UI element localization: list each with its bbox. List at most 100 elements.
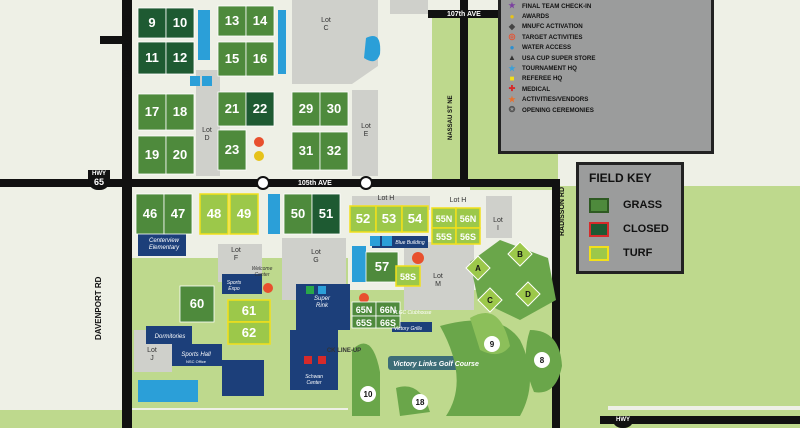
field-number: 65S xyxy=(356,318,372,328)
field-20: 20 xyxy=(165,135,195,175)
field-number: 50 xyxy=(291,206,305,221)
cross-icon: ✚ xyxy=(508,84,516,94)
field-key-item: GRASS xyxy=(589,193,671,217)
golf-hole-number: 10 xyxy=(364,390,373,399)
victory-links-label: Victory Links Golf Course xyxy=(393,361,479,368)
golf-hole-number: 18 xyxy=(416,398,425,407)
field-number: 29 xyxy=(299,101,313,116)
field-14: 14 xyxy=(245,5,275,37)
star-icon: ★ xyxy=(508,94,516,104)
mnufc-icon: ◆ xyxy=(508,21,516,31)
map-markers xyxy=(190,76,424,364)
field-key-swatch xyxy=(589,245,609,261)
field-22: 22 xyxy=(245,91,275,127)
field-16: 16 xyxy=(245,41,275,77)
field-30: 30 xyxy=(319,91,349,127)
field-number: 62 xyxy=(242,325,256,340)
field-21: 21 xyxy=(217,91,247,127)
legend-item-label: TOURNAMENT HQ xyxy=(522,65,577,73)
field-number: 16 xyxy=(253,51,267,66)
field-number: 56S xyxy=(460,232,476,242)
legend-panel: ★FINAL TEAM CHECK-IN●AWARDS◆MNUFC ACTIVA… xyxy=(498,0,714,154)
legend-item-label: MNUFC ACTIVATION xyxy=(522,23,583,31)
store-icon: ▲ xyxy=(508,53,516,63)
field-47: 47 xyxy=(163,193,193,235)
field-number: 20 xyxy=(173,147,187,162)
field-15: 15 xyxy=(217,41,247,77)
field-key-swatch xyxy=(589,221,609,237)
field-32: 32 xyxy=(319,131,349,171)
field-key-item: CLOSED xyxy=(589,217,671,241)
field-number: 14 xyxy=(253,13,268,28)
legend-item-label: MEDICAL xyxy=(522,85,551,93)
star-icon: ★ xyxy=(508,63,516,73)
field-23: 23 xyxy=(217,129,247,171)
field-18: 18 xyxy=(165,93,195,131)
field-29: 29 xyxy=(291,91,321,127)
field-number: 65N xyxy=(356,305,373,315)
legend-item: ★ TOURNAMENT HQ xyxy=(507,63,705,73)
field-number: 17 xyxy=(145,104,159,119)
road-label-nassau: NASSAU ST NE xyxy=(448,95,454,140)
field-key-label: GRASS xyxy=(623,199,663,211)
field-key-item: TURF xyxy=(589,241,671,265)
legend-item: ✪OPENING CEREMONIES xyxy=(507,105,705,115)
star-icon: ★ xyxy=(508,1,516,11)
legend-item: ★ ACTIVITIES/VENDORS xyxy=(507,95,705,105)
golf-hole-10: 10 xyxy=(360,386,376,402)
field-number: 55S xyxy=(436,232,452,242)
field-number: 54 xyxy=(408,211,423,226)
field-d: D xyxy=(515,281,541,307)
road-label-107th: 107th AVE xyxy=(447,11,481,18)
sports-hall-sub-label: NSC Office xyxy=(186,359,207,364)
field-key-swatch xyxy=(589,197,609,213)
field-number: 23 xyxy=(225,142,239,157)
field-49: 49 xyxy=(229,193,259,235)
field-number: 13 xyxy=(225,13,239,28)
field-60: 60 xyxy=(179,285,215,323)
field-number: 66N xyxy=(380,305,397,315)
legend-item: ◆ MNUFC ACTIVATION xyxy=(507,22,705,32)
field-number: 66S xyxy=(380,318,396,328)
field-48: 48 xyxy=(199,193,229,235)
legend-item-label: ACTIVITIES/VENDORS xyxy=(522,96,589,104)
legend-item: ■ REFEREE HQ xyxy=(507,74,705,84)
field-number: 55N xyxy=(436,214,453,224)
legend-item-label: REFEREE HQ xyxy=(522,75,563,83)
square-icon: ■ xyxy=(509,73,515,83)
field-58s: 58S xyxy=(395,265,421,287)
hwy-shield-bottom: HWY xyxy=(612,416,634,428)
field-b: B xyxy=(507,241,533,267)
trophy-icon: ● xyxy=(509,11,515,21)
field-letter: D xyxy=(525,290,531,299)
field-53: 53 xyxy=(375,205,403,233)
legend-item-label: USA CUP SUPER STORE xyxy=(522,54,596,62)
field-12: 12 xyxy=(165,41,195,75)
ck-lineup-label: CK LINE-UP xyxy=(327,348,361,354)
field-number: 31 xyxy=(299,143,313,158)
field-61: 61 xyxy=(227,299,271,323)
ceremony-icon: ✪ xyxy=(508,105,516,115)
field-56s: 56S xyxy=(455,227,481,245)
field-number: 61 xyxy=(242,303,256,318)
field-number: 11 xyxy=(145,50,159,65)
buildings xyxy=(138,226,486,396)
field-number: 30 xyxy=(327,101,341,116)
field-letter: A xyxy=(475,264,481,273)
field-number: 18 xyxy=(173,104,187,119)
field-number: 52 xyxy=(356,211,370,226)
field-54: 54 xyxy=(401,205,429,233)
field-19: 19 xyxy=(137,135,167,175)
legend-item-label: TARGET ACTIVITIES xyxy=(522,33,583,41)
road-label-davenport-top: DAVENPORT RD xyxy=(123,14,132,78)
